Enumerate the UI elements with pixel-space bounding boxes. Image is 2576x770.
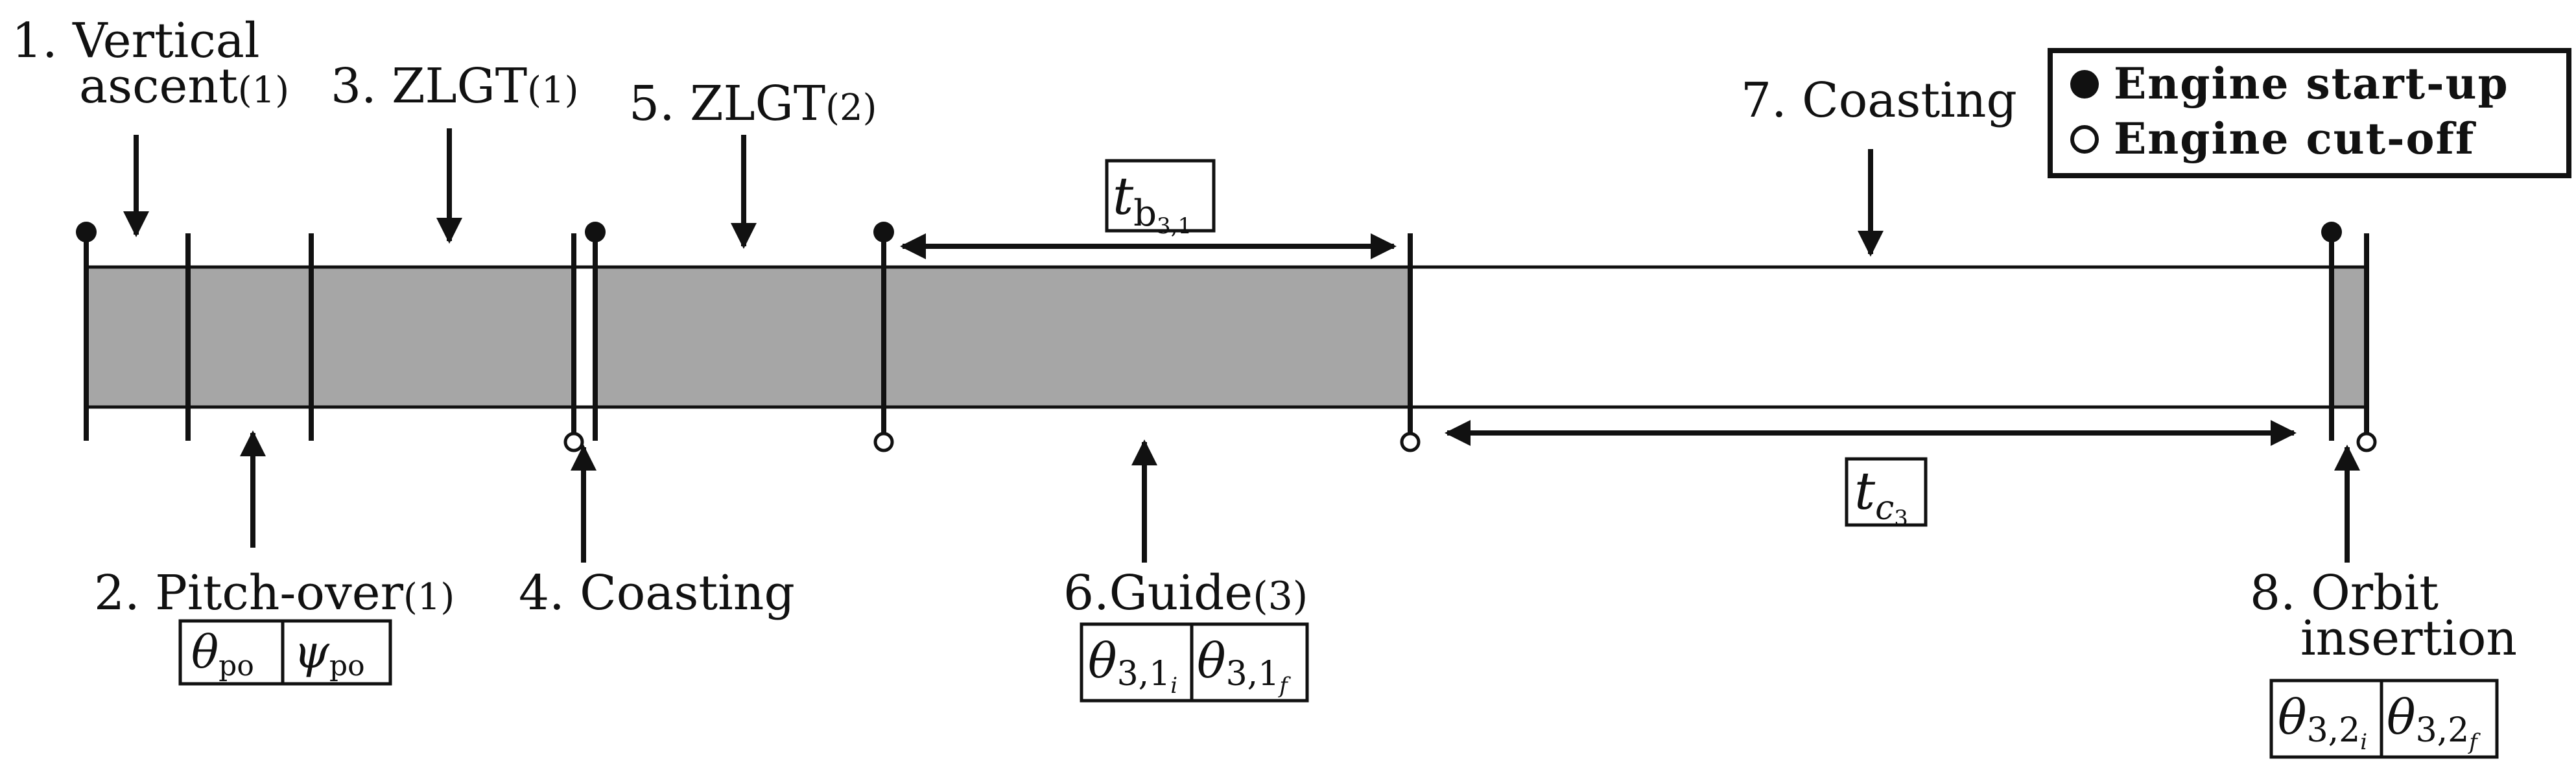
pitch-psi-var: ψ bbox=[294, 625, 330, 679]
phase-3-label-text: 3. ZLGT bbox=[331, 58, 527, 114]
guide-theta-i-var: θ bbox=[1088, 633, 1117, 689]
pitch-theta-symbol: θpo bbox=[191, 625, 254, 682]
engine-cutoff-markers bbox=[563, 432, 2377, 452]
engine-startup-dot bbox=[873, 222, 894, 242]
phase-6-label: 6.Guide(3) bbox=[1063, 565, 1308, 621]
pitch-theta-frame bbox=[178, 619, 285, 686]
guide-params: θ3,1i θ3,1f bbox=[1080, 622, 1309, 703]
legend-frame bbox=[2048, 48, 2571, 178]
burn-time-var: t bbox=[1113, 166, 1134, 226]
burn-segment-3 bbox=[2332, 267, 2367, 407]
burn-segment-2 bbox=[595, 267, 1410, 407]
pitch-over-params: θpo ψpo bbox=[178, 619, 392, 686]
burn-time-symbol: tb3,1 bbox=[1113, 166, 1192, 239]
guide-theta-i-sub: 3,1 bbox=[1117, 655, 1171, 694]
phase-1-number: (1) bbox=[238, 69, 289, 111]
phase-5-label-text: 5. ZLGT bbox=[629, 76, 825, 132]
pitch-psi-frame bbox=[281, 619, 392, 686]
engine-startup-dot bbox=[2321, 222, 2342, 242]
orbit-theta-f-sub: 3,2 bbox=[2416, 711, 2470, 750]
orbit-theta-f-symbol: θ3,2f bbox=[2387, 690, 2481, 755]
phase-1-label-line2: ascent(1) bbox=[79, 58, 289, 114]
orbit-theta-i-var: θ bbox=[2278, 690, 2307, 745]
phase-4-label: 4. Coasting bbox=[519, 565, 795, 621]
phase-2-number: (1) bbox=[403, 576, 455, 618]
coast-segment bbox=[1408, 265, 2334, 409]
phase-3-number: (1) bbox=[527, 69, 578, 111]
guide-theta-i-frame bbox=[1080, 622, 1194, 703]
phase-1-label-text: ascent bbox=[79, 58, 238, 114]
engine-cutoff-ring bbox=[873, 432, 894, 452]
legend: Engine start-up Engine cut-off bbox=[2048, 48, 2571, 178]
coast-time-subsub: 3 bbox=[1894, 506, 1908, 531]
phase-boundaries bbox=[84, 233, 2369, 441]
guide-theta-f-var: θ bbox=[1197, 633, 1226, 689]
engine-cutoff-ring bbox=[2356, 432, 2377, 452]
engine-startup-markers bbox=[76, 222, 2342, 242]
guide-theta-i-symbol: θ3,1i bbox=[1088, 633, 1177, 699]
phase-5-number: (2) bbox=[825, 87, 877, 129]
burn-time-frame bbox=[1105, 159, 1216, 233]
phase-8-label-line1: 8. Orbit bbox=[2250, 565, 2439, 621]
orbit-params: θ3,2i θ3,2f bbox=[2269, 679, 2499, 759]
coast-time-var: t bbox=[1854, 461, 1876, 521]
pitch-psi-sub: po bbox=[329, 649, 365, 682]
burn-segment-1 bbox=[86, 267, 574, 407]
burn-time-subsub: 3,1 bbox=[1157, 213, 1192, 239]
legend-startup-dot bbox=[2070, 70, 2099, 99]
legend-cutoff-label: Engine cut-off bbox=[2114, 113, 2476, 164]
phase-8-label-line2: insertion bbox=[2300, 611, 2517, 666]
phase-3-label: 3. ZLGT(1) bbox=[331, 58, 578, 114]
pitch-psi-symbol: ψpo bbox=[294, 625, 365, 682]
orbit-theta-i-sub: 3,2 bbox=[2307, 711, 2361, 750]
phase-1-label-line1: 1. Vertical bbox=[12, 13, 260, 69]
orbit-theta-i-subsub: i bbox=[2360, 729, 2367, 755]
phase-5-label: 5. ZLGT(2) bbox=[629, 76, 877, 132]
engine-startup-dot bbox=[76, 222, 97, 242]
phase-2-label: 2. Pitch-over(1) bbox=[94, 565, 455, 621]
engine-startup-dot bbox=[585, 222, 606, 242]
burn-time-sub: b bbox=[1133, 192, 1157, 235]
phase-2-label-text: 2. Pitch-over bbox=[94, 565, 404, 621]
pitch-theta-var: θ bbox=[191, 625, 219, 679]
coast-time-symbol: tc3 bbox=[1854, 461, 1908, 531]
guide-theta-f-sub: 3,1 bbox=[1226, 655, 1280, 694]
phase-7-label: 7. Coasting bbox=[1741, 73, 2017, 128]
orbit-theta-f-frame bbox=[2380, 679, 2499, 759]
engine-cutoff-ring bbox=[1400, 432, 1421, 452]
coast-time-sub: c bbox=[1875, 489, 1894, 528]
phase-pointer-arrows bbox=[123, 128, 2360, 563]
legend-cutoff-ring bbox=[2070, 125, 2099, 154]
legend-startup-label: Engine start-up bbox=[2114, 58, 2509, 109]
phase-6-number: (3) bbox=[1253, 574, 1308, 619]
guide-theta-i-subsub: i bbox=[1170, 673, 1177, 699]
coast-time-box: tc3 bbox=[1845, 457, 1928, 531]
coast-time-frame bbox=[1845, 457, 1928, 527]
burn-time-box: tb3,1 bbox=[1105, 159, 1216, 239]
orbit-theta-i-symbol: θ3,2i bbox=[2278, 690, 2367, 755]
engine-cutoff-ring bbox=[563, 432, 584, 452]
timeline-bar bbox=[86, 265, 2367, 409]
orbit-theta-f-var: θ bbox=[2387, 690, 2416, 745]
guide-theta-f-frame bbox=[1190, 622, 1309, 703]
pitch-theta-sub: po bbox=[219, 649, 254, 682]
phase-6-label-text: 6.Guide bbox=[1063, 565, 1253, 621]
